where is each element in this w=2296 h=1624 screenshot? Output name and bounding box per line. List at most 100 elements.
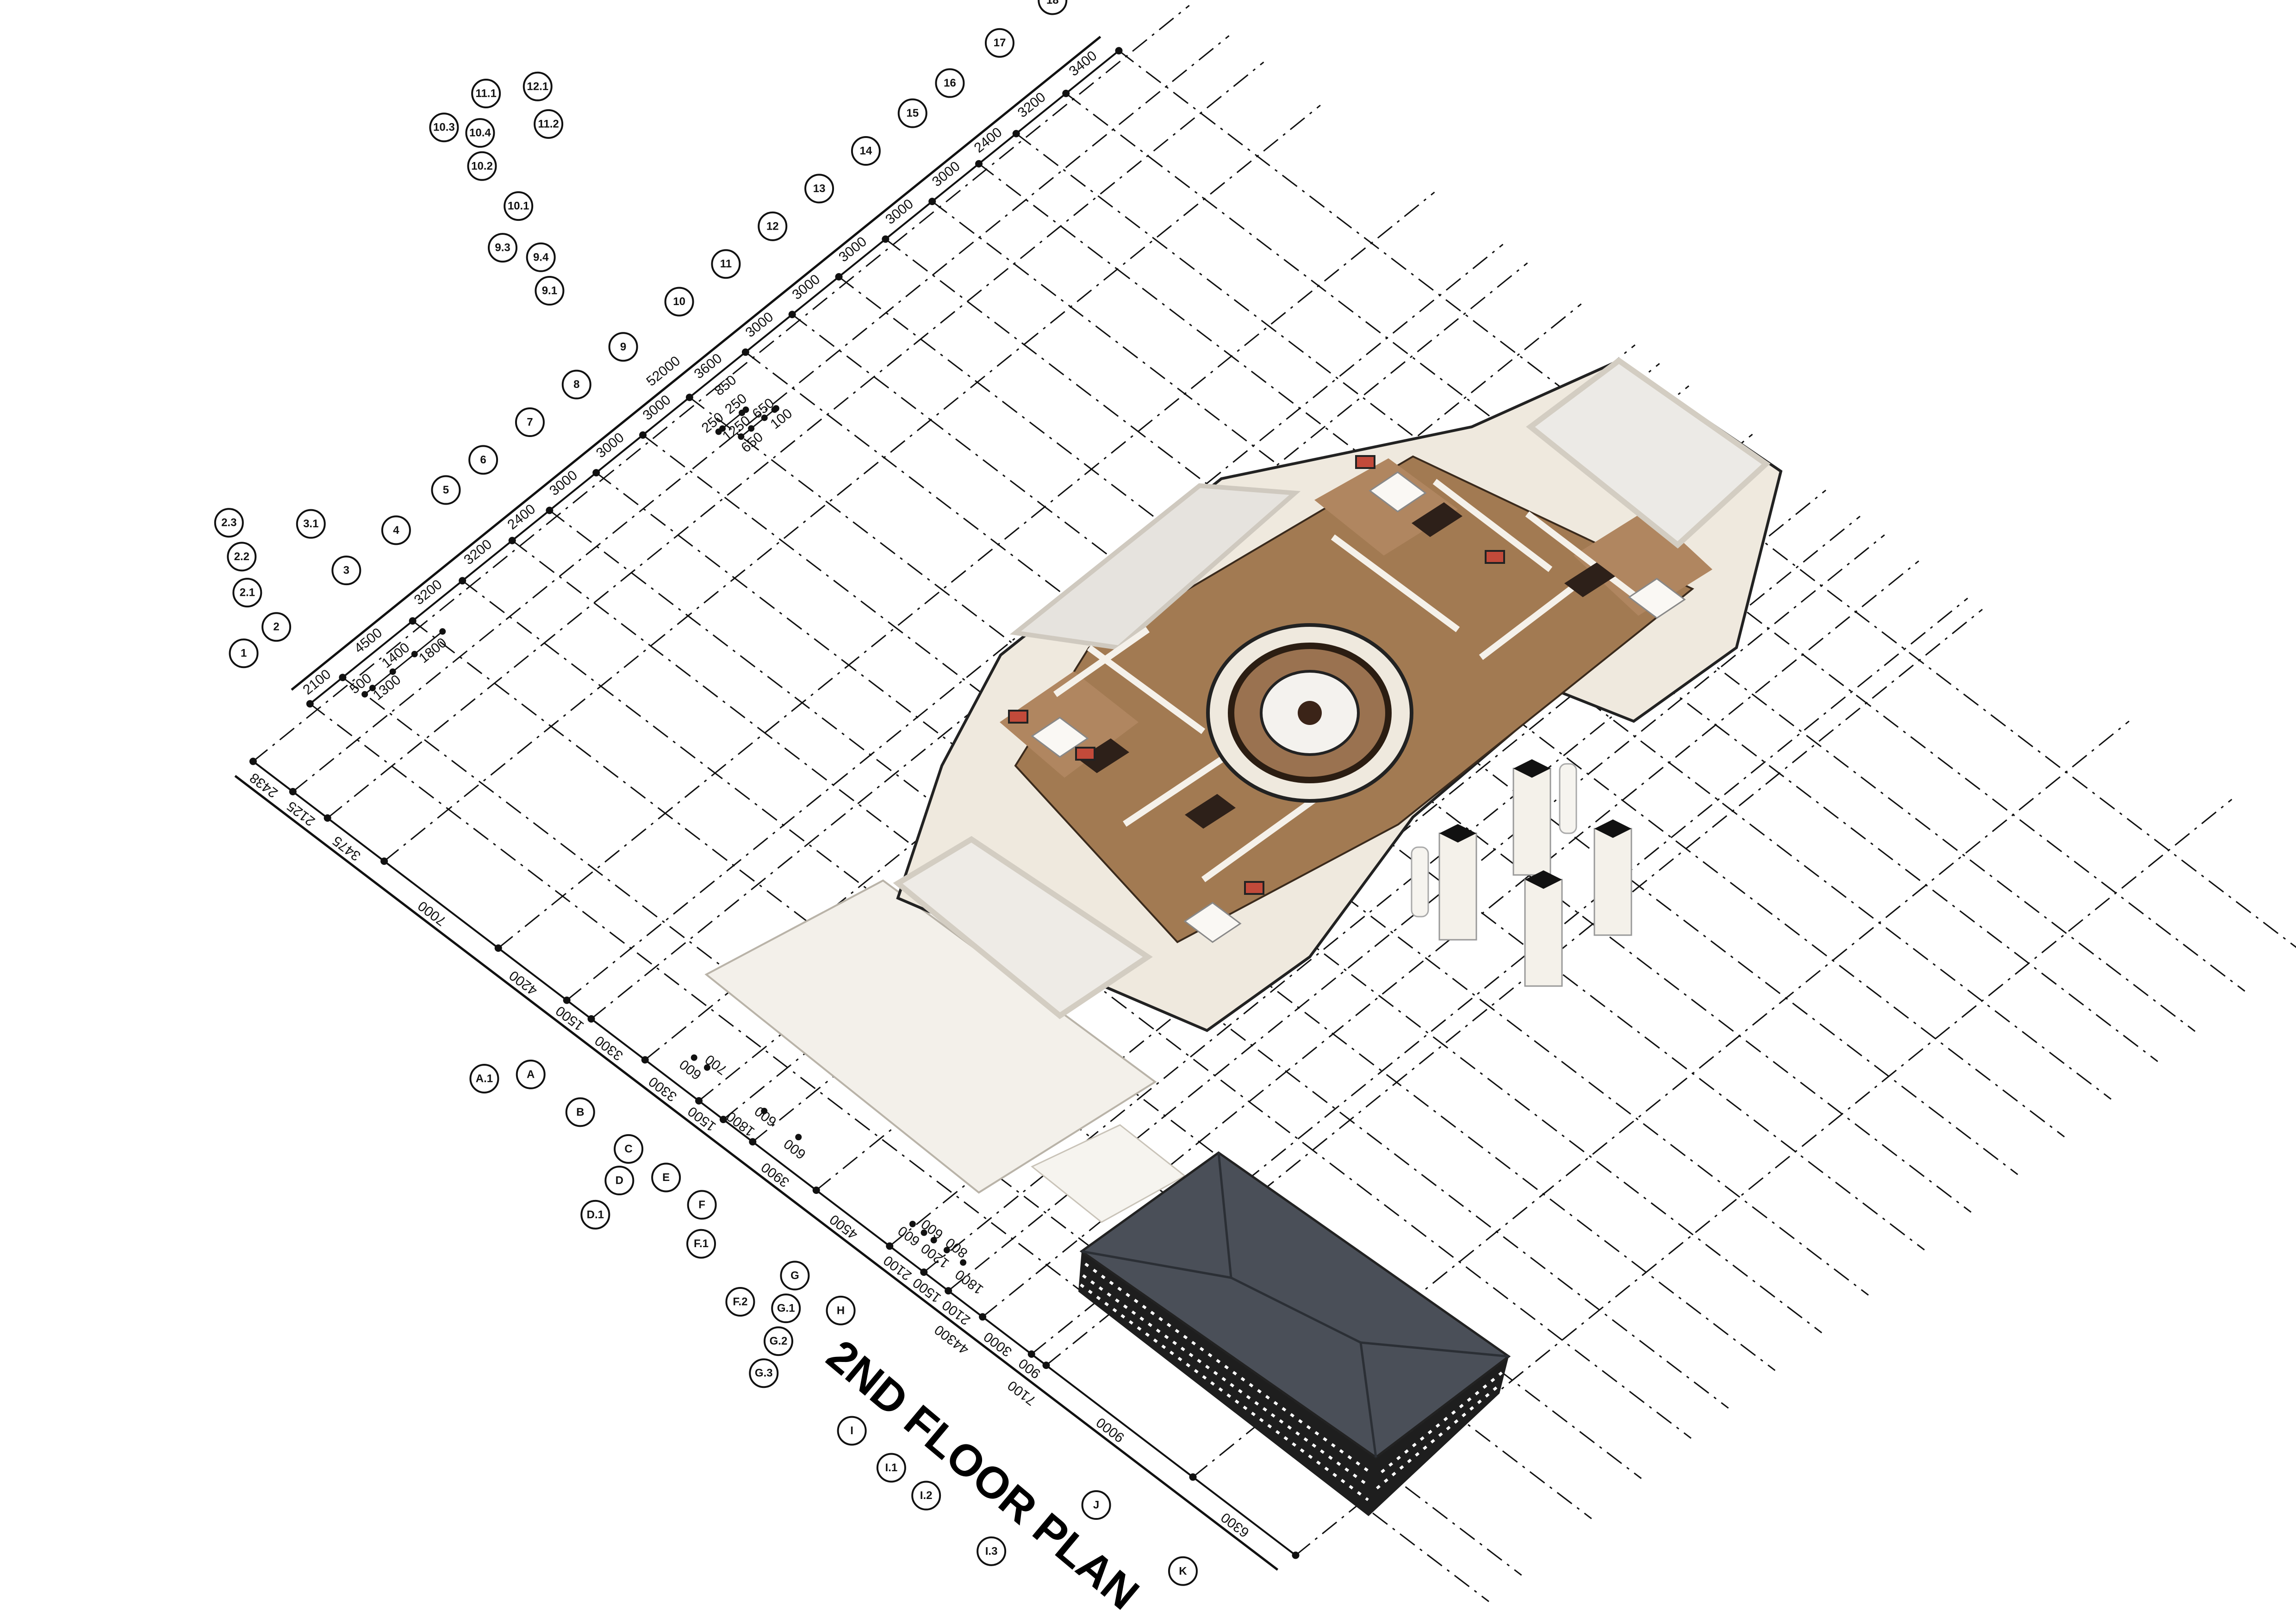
lettered-axis-grid-bubble-label: F.2	[733, 1295, 747, 1308]
numbered-axis-grid-bubble-label: 18	[1046, 0, 1059, 6]
lettered-axis-dimension-label-wrap: 9000	[1094, 1414, 1127, 1445]
lettered-axis-dimension-label: 9000	[1094, 1414, 1127, 1445]
south-terrace	[893, 836, 1153, 1019]
lettered-axis-dimension-tick	[641, 1056, 649, 1064]
lettered-axis-secondary-dimension: 7100	[1005, 1378, 1039, 1409]
lettered-axis-grid-bubble-label: C	[624, 1143, 632, 1155]
lettered-axis-grid-bubble-group: D	[604, 1166, 635, 1196]
numbered-axis-dimension-label: 3000	[547, 468, 580, 499]
numbered-axis-dimension-tick	[1012, 130, 1020, 137]
numbered-axis-grid-bubble-group: 16	[935, 68, 965, 98]
numbered-axis-dimension-tick	[882, 235, 890, 243]
lettered-axis-sub-tick	[909, 1220, 916, 1227]
lettered-axis-dimension-label: 3000	[981, 1329, 1015, 1360]
numbered-axis-dimension-label: 2400	[971, 125, 1005, 156]
lettered-axis-sub-tick	[921, 1229, 927, 1236]
lettered-axis-dimension-label-wrap: 3900	[759, 1159, 792, 1190]
numbered-axis-grid-line	[1065, 93, 2246, 992]
numbered-axis-grid-bubble	[488, 233, 518, 263]
numbered-axis-dimension-tick	[339, 674, 347, 681]
lettered-axis-grid-line	[384, 105, 1321, 862]
numbered-axis-grid-line	[642, 434, 1823, 1334]
numbered-axis-grid-bubble	[504, 191, 534, 221]
lettered-axis-dimension-label: 4200	[506, 968, 540, 999]
numbered-axis-sub-tick	[772, 405, 779, 412]
numbered-axis-grid-bubble	[1038, 0, 1068, 15]
lettered-axis-grid-bubble-label: G.2	[770, 1335, 788, 1348]
numbered-axis-sub-dimension-wrap: 250	[722, 391, 750, 417]
lettered-axis-grid-bubble	[469, 1063, 499, 1093]
lettered-axis-dimension-label: 2438	[247, 770, 281, 801]
lettered-axis-grid-bubble-group: B	[565, 1097, 595, 1127]
lettered-axis-dimension-tick	[945, 1287, 952, 1295]
numbered-axis-grid-bubble	[711, 249, 741, 279]
lettered-axis-grid-line	[327, 62, 1264, 819]
numbered-axis-sub-tick	[389, 668, 396, 675]
lettered-axis-grid-bubble-label: I.1	[885, 1462, 898, 1474]
lettered-axis-grid-bubble-label: I	[850, 1424, 853, 1437]
numbered-axis-sub-dimension: 500	[347, 670, 375, 697]
numbered-axis-grid-bubble	[467, 151, 497, 181]
lettered-axis-sub-tick	[691, 1054, 697, 1061]
numbered-axis-dimension-label-wrap: 2400	[971, 125, 1005, 156]
numbered-axis-grid-bubble	[381, 515, 411, 545]
numbered-axis-grid-bubble-group: 2.1	[232, 578, 262, 608]
numbered-axis-grid-bubble-label: 9.4	[533, 251, 549, 263]
wardrobes	[1078, 502, 1615, 829]
lettered-axis-grid-bubble-group: A.1	[469, 1063, 499, 1093]
lettered-axis-grid-bubble-group: I.3	[977, 1536, 1007, 1566]
numbered-axis-grid-line	[1118, 50, 2296, 948]
lettered-axis-dimension-label-wrap: 1800	[724, 1108, 758, 1139]
roof-ridges	[1081, 1152, 1509, 1458]
numbered-axis-dimension-tick	[1115, 47, 1123, 55]
lettered-axis-grid-bubble-label: F	[698, 1199, 705, 1211]
lettered-axis-overall-dimension-wrap: 44300	[932, 1322, 971, 1357]
numbered-axis-grid-bubble-label: 2	[273, 621, 279, 633]
numbered-axis-grid-bubble	[232, 578, 262, 608]
lettered-axis-dimension-tick	[1189, 1473, 1197, 1481]
numbered-axis-grid-line	[791, 314, 1972, 1213]
numbered-axis-grid-bubble	[227, 542, 257, 572]
lettered-axis-dimension-label-wrap: 3475	[330, 833, 364, 864]
numbered-axis-grid-bubble-group: 5	[431, 475, 461, 505]
round-column	[1559, 763, 1577, 834]
lettered-axis-grid-line	[591, 262, 1528, 1019]
numbered-axis-grid-bubble-label: 8	[573, 378, 579, 391]
lettered-axis-dimension-label: 3475	[330, 833, 364, 864]
lettered-axis-grid-bubble-group: F.1	[686, 1229, 716, 1259]
numbered-axis-grid-bubble-group: 10.3	[429, 112, 459, 143]
numbered-axis-sub-tick	[439, 628, 446, 635]
lettered-axis-dimension-tick	[587, 1015, 595, 1023]
lettered-axis-grid-bubble-label: G	[790, 1269, 799, 1282]
lettered-axis-grid-bubble	[837, 1416, 867, 1446]
numbered-axis-grid-bubble-group: 9.3	[488, 233, 518, 263]
numbered-axis-grid-bubble-label: 9.1	[542, 285, 557, 297]
lettered-axis-grid-bubble	[604, 1166, 635, 1196]
numbered-axis-dimension-label: 3600	[691, 350, 725, 382]
lettered-axis-grid-bubble-group: G	[780, 1261, 810, 1291]
numbered-axis-grid-bubble-label: 10.3	[433, 121, 455, 134]
lettered-axis-grid-line	[252, 5, 1190, 762]
numbered-axis-dimension-label-wrap: 3400	[1066, 48, 1100, 80]
numbered-axis-grid-bubble-label: 15	[906, 107, 919, 119]
numbered-axis-grid-bubble-label: 12	[766, 220, 779, 232]
numbered-axis-grid-bubble-label: 10.2	[471, 160, 493, 172]
lettered-axis-grid-bubble-label: G.1	[777, 1302, 795, 1315]
lettered-axis-grid-bubble-group: G.3	[749, 1358, 779, 1388]
lettered-axis-sub-dimension-wrap: 600	[781, 1136, 809, 1162]
numbered-axis-dimension-label: 3000	[640, 392, 674, 424]
numbered-axis-dimension-label-wrap: 3200	[411, 577, 445, 608]
numbered-axis-grid-bubble-label: 10.1	[508, 200, 529, 212]
bed	[1628, 578, 1686, 619]
numbered-axis-grid-bubble-label: 3.1	[303, 518, 318, 530]
numbered-axis-dimension-tick	[975, 160, 983, 168]
column-cap	[1525, 870, 1562, 889]
numbered-axis-grid-bubble-group: 15	[897, 98, 927, 128]
numbered-axis-overall-dimension: 52000	[643, 353, 683, 389]
lettered-axis-dimension-label: 7000	[415, 898, 449, 929]
column-cap	[1439, 824, 1476, 843]
numbered-axis-grid-bubble	[534, 109, 564, 139]
lettered-axis-sub-tick	[960, 1259, 967, 1266]
numbered-axis-grid-bubble	[804, 174, 834, 204]
column	[1438, 832, 1477, 941]
